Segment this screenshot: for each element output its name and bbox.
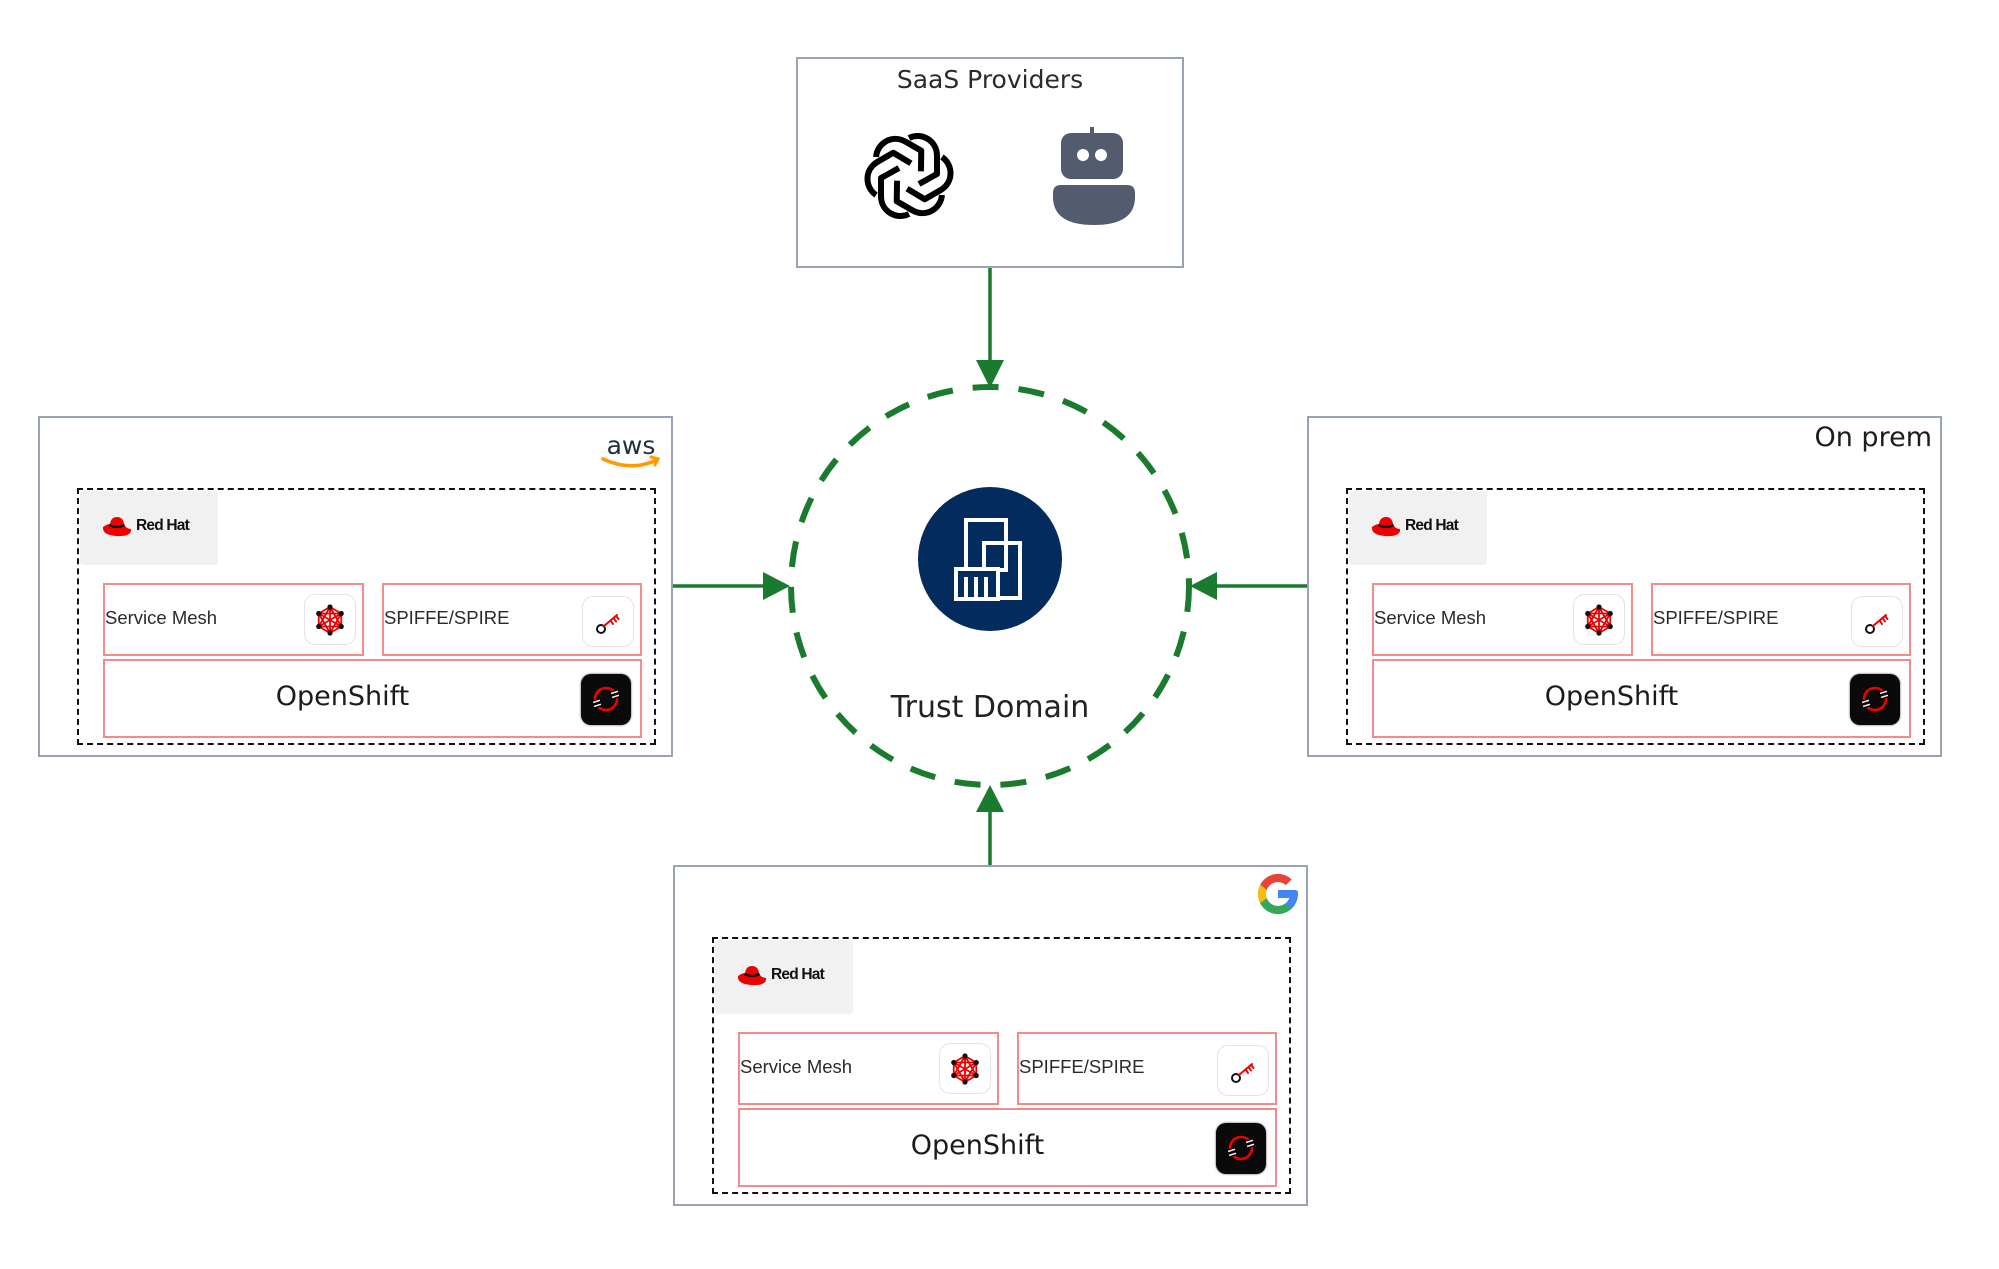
trust-domain-label: Trust Domain	[890, 690, 1090, 725]
service-mesh-icon	[304, 594, 356, 645]
redhat-badge: Red Hat	[1349, 491, 1487, 565]
redhat-hat-icon	[102, 517, 132, 537]
redhat-wordmark: Red Hat	[771, 966, 825, 983]
spiffe-spire-label: SPIFFE/SPIRE	[1019, 1056, 1145, 1077]
redhat-wordmark: Red Hat	[1405, 517, 1459, 534]
arrow-saas-to-trust	[976, 268, 1004, 388]
redhat-badge: Red Hat	[80, 491, 218, 565]
aws-logo-icon: aws	[601, 432, 661, 468]
service-mesh-icon	[1573, 594, 1625, 645]
arrow-onprem-to-trust	[1190, 572, 1307, 600]
openshift-logo-icon	[1216, 1123, 1266, 1174]
openshift-box: OpenShift	[1372, 659, 1911, 738]
service-mesh-label: Service Mesh	[105, 607, 218, 628]
saas-providers-box: SaaS Providers	[796, 57, 1184, 268]
on-prem-label: On prem	[1814, 422, 1932, 453]
openai-logo-icon	[859, 126, 959, 226]
service-mesh-box: Service Mesh	[1372, 583, 1633, 656]
openshift-box: OpenShift	[103, 659, 642, 738]
svg-text:aws: aws	[607, 432, 656, 460]
spiffe-spire-box: SPIFFE/SPIRE	[1017, 1032, 1277, 1105]
redhat-hat-icon	[737, 966, 767, 986]
redhat-wordmark: Red Hat	[136, 517, 190, 534]
key-icon	[1851, 596, 1903, 647]
cluster-google-cloud: Red Hat Service Mesh SPIFFE/SPIRE OpenSh…	[673, 865, 1308, 1206]
service-mesh-box: Service Mesh	[738, 1032, 999, 1105]
openshift-label: OpenShift	[275, 681, 410, 712]
saas-providers-title: SaaS Providers	[896, 65, 1084, 94]
openshift-box: OpenShift	[738, 1108, 1277, 1187]
spiffe-spire-box: SPIFFE/SPIRE	[382, 583, 642, 656]
arrow-gcp-to-trust	[976, 785, 1004, 865]
cluster-on-prem: On prem Red Hat Service Mesh SPIFFE/SPIR…	[1307, 416, 1942, 757]
arrow-aws-to-trust	[673, 572, 790, 600]
cluster-aws: aws Red Hat Service Mesh SPIFFE/SPIRE Op…	[38, 416, 673, 757]
openshift-label: OpenShift	[1544, 681, 1679, 712]
spiffe-spire-box: SPIFFE/SPIRE	[1651, 583, 1911, 656]
openshift-cluster-boundary	[712, 937, 1291, 1194]
spiffe-spire-label: SPIFFE/SPIRE	[1653, 607, 1779, 628]
key-icon	[1217, 1045, 1269, 1096]
service-mesh-label: Service Mesh	[1374, 607, 1487, 628]
redhat-badge: Red Hat	[715, 940, 853, 1014]
robot-icon	[1053, 127, 1135, 225]
key-icon	[582, 596, 634, 647]
openshift-logo-icon	[1850, 674, 1900, 725]
openshift-label: OpenShift	[910, 1130, 1045, 1161]
google-logo-icon	[1258, 874, 1298, 914]
openshift-cluster-boundary	[77, 488, 656, 745]
openshift-logo-icon	[581, 674, 631, 725]
redhat-hat-icon	[1371, 517, 1401, 537]
openshift-cluster-boundary	[1346, 488, 1925, 745]
service-mesh-box: Service Mesh	[103, 583, 364, 656]
service-mesh-icon	[939, 1043, 991, 1094]
trust-domain-buildings-icon	[918, 487, 1062, 631]
service-mesh-label: Service Mesh	[740, 1056, 853, 1077]
spiffe-spire-label: SPIFFE/SPIRE	[384, 607, 510, 628]
